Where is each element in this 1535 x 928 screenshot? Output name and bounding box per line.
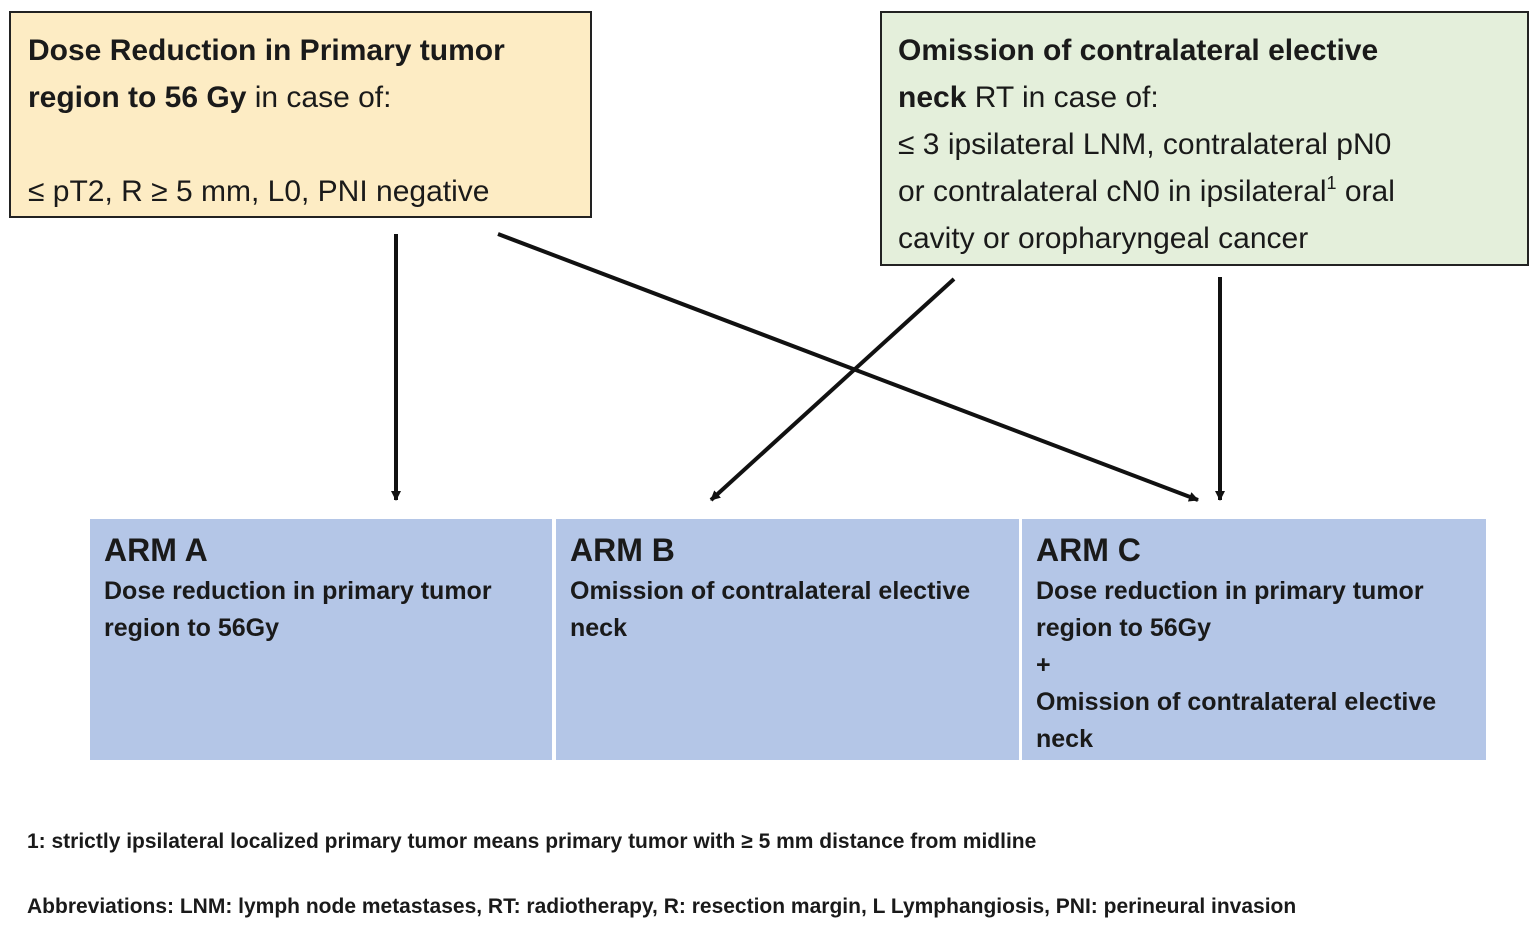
arm-c-line-4: Omission of contralateral elective [1036, 688, 1437, 716]
arm-a-line-2: region to 56Gy [104, 614, 280, 642]
arm-b-line-2: neck [570, 614, 627, 642]
arrow-omit-to-arm-b [709, 277, 956, 502]
omit-box-title-line-1: Omission of contralateral elective [898, 34, 1379, 67]
footnote-abbreviations: Abbreviations: LNM: lymph node metastase… [27, 895, 1297, 918]
footnote-marker: 1 [1326, 173, 1337, 193]
arm-c-box: ARM C Dose reduction in primary tumor re… [1022, 519, 1486, 760]
footnote-ipsilateral: 1: strictly ipsilateral localized primar… [27, 830, 1037, 853]
dose-reduction-condition-box: Dose Reduction in Primary tumor region t… [9, 11, 592, 218]
dose-box-title-line-1: Dose Reduction in Primary tumor [28, 34, 505, 67]
omission-condition-box: Omission of contralateral elective neck … [880, 11, 1529, 266]
arm-c-line-3: + [1036, 651, 1051, 679]
arm-b-box: ARM B Omission of contralateral elective… [556, 519, 1019, 760]
omit-box-criteria-line-2: or contralateral cN0 in ipsilateral1 ora… [898, 173, 1395, 208]
arm-b-line-1: Omission of contralateral elective [570, 577, 971, 605]
arm-c-title: ARM C [1036, 532, 1141, 568]
arm-b-title: ARM B [570, 532, 675, 568]
omit-box-criteria-line-3: cavity or oropharyngeal cancer [898, 222, 1309, 255]
arm-c-line-2: region to 56Gy [1036, 614, 1212, 642]
dose-box-criteria: ≤ pT2, R ≥ 5 mm, L0, PNI negative [28, 175, 490, 208]
omit-box-title-line-2: neck RT in case of: [898, 81, 1159, 114]
arm-a-line-1: Dose reduction in primary tumor [104, 577, 492, 605]
arm-c-line-5: neck [1036, 725, 1093, 753]
arm-a-title: ARM A [104, 532, 208, 568]
dose-box-title-line-2: region to 56 Gy in case of: [28, 81, 392, 114]
arm-c-line-1: Dose reduction in primary tumor [1036, 577, 1424, 605]
arrow-dose-to-arm-c [497, 232, 1199, 502]
arm-a-box: ARM A Dose reduction in primary tumor re… [90, 519, 552, 760]
omit-box-criteria-line-1: ≤ 3 ipsilateral LNM, contralateral pN0 [898, 128, 1392, 161]
